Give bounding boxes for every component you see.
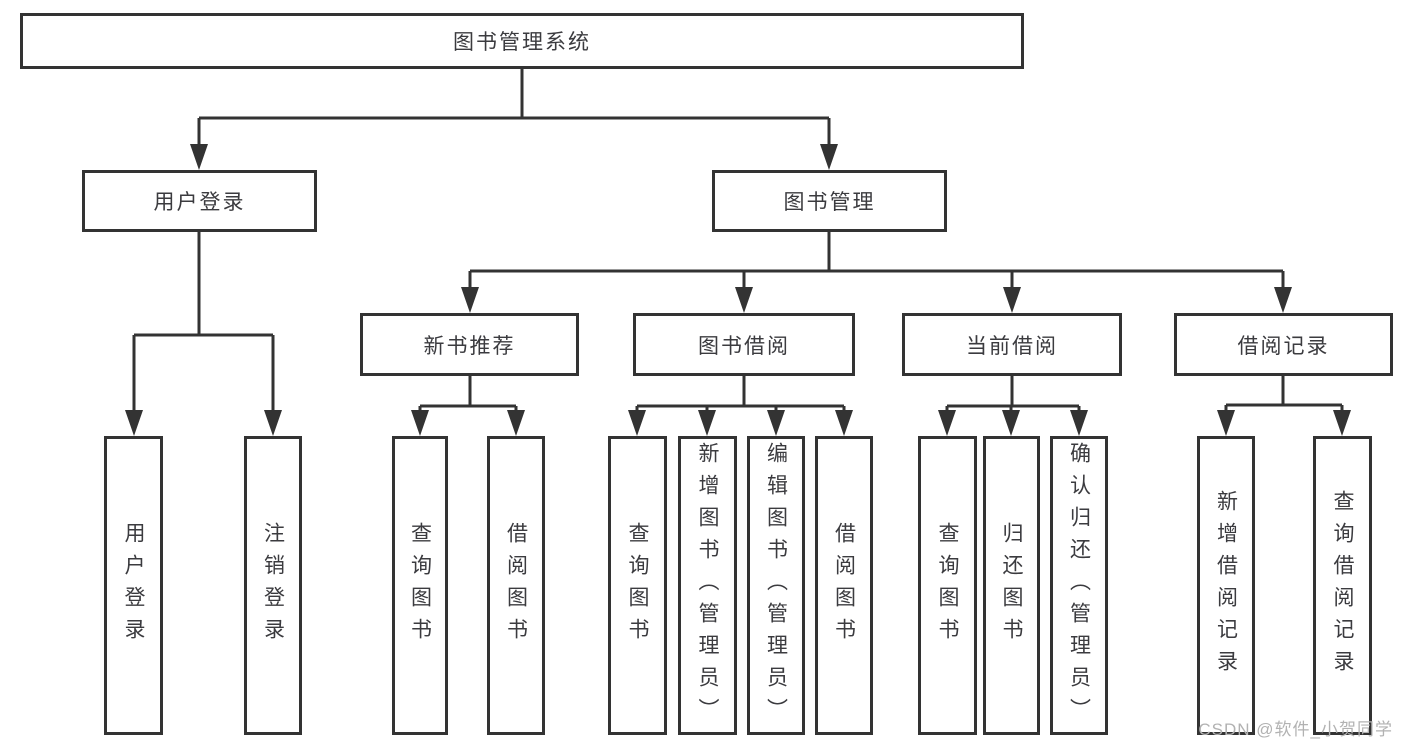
- connector-book-borrow-children: [635, 376, 846, 416]
- node-new-book-recommend: 新书推荐: [360, 313, 579, 376]
- watermark: CSDN @软件_小贺同学: [1198, 720, 1393, 739]
- connector-root-to-level2: [197, 69, 831, 148]
- connector-new-book-children: [418, 376, 518, 416]
- leaf-query-books-1: 查询图书: [392, 436, 448, 735]
- node-user-login: 用户登录: [82, 170, 317, 232]
- leaf-query-borrow-record: 查询借阅记录: [1313, 436, 1372, 735]
- leaf-confirm-return-admin: 确认归还（管理员）: [1050, 436, 1108, 735]
- connector-book-management-children: [468, 232, 1285, 291]
- leaf-return-books: 归还图书: [983, 436, 1040, 735]
- node-current-borrow: 当前借阅: [902, 313, 1122, 376]
- leaf-query-books-3: 查询图书: [918, 436, 977, 735]
- leaf-logout: 注销登录: [244, 436, 302, 735]
- leaf-add-books-admin: 新增图书（管理员）: [678, 436, 737, 735]
- node-borrow-records: 借阅记录: [1174, 313, 1393, 376]
- leaf-query-books-2: 查询图书: [608, 436, 667, 735]
- leaf-borrow-books-2: 借阅图书: [815, 436, 873, 735]
- leaf-add-borrow-record: 新增借阅记录: [1197, 436, 1255, 735]
- connector-current-borrow-children: [945, 376, 1081, 416]
- node-book-management: 图书管理: [712, 170, 947, 232]
- leaf-borrow-books-1: 借阅图书: [487, 436, 545, 735]
- node-book-borrow: 图书借阅: [633, 313, 855, 376]
- node-library-management-system: 图书管理系统: [20, 13, 1024, 69]
- leaf-user-login: 用户登录: [104, 436, 163, 735]
- leaf-edit-books-admin: 编辑图书（管理员）: [747, 436, 805, 735]
- connector-borrow-records-children: [1224, 376, 1344, 416]
- connector-user-login-children: [132, 232, 275, 414]
